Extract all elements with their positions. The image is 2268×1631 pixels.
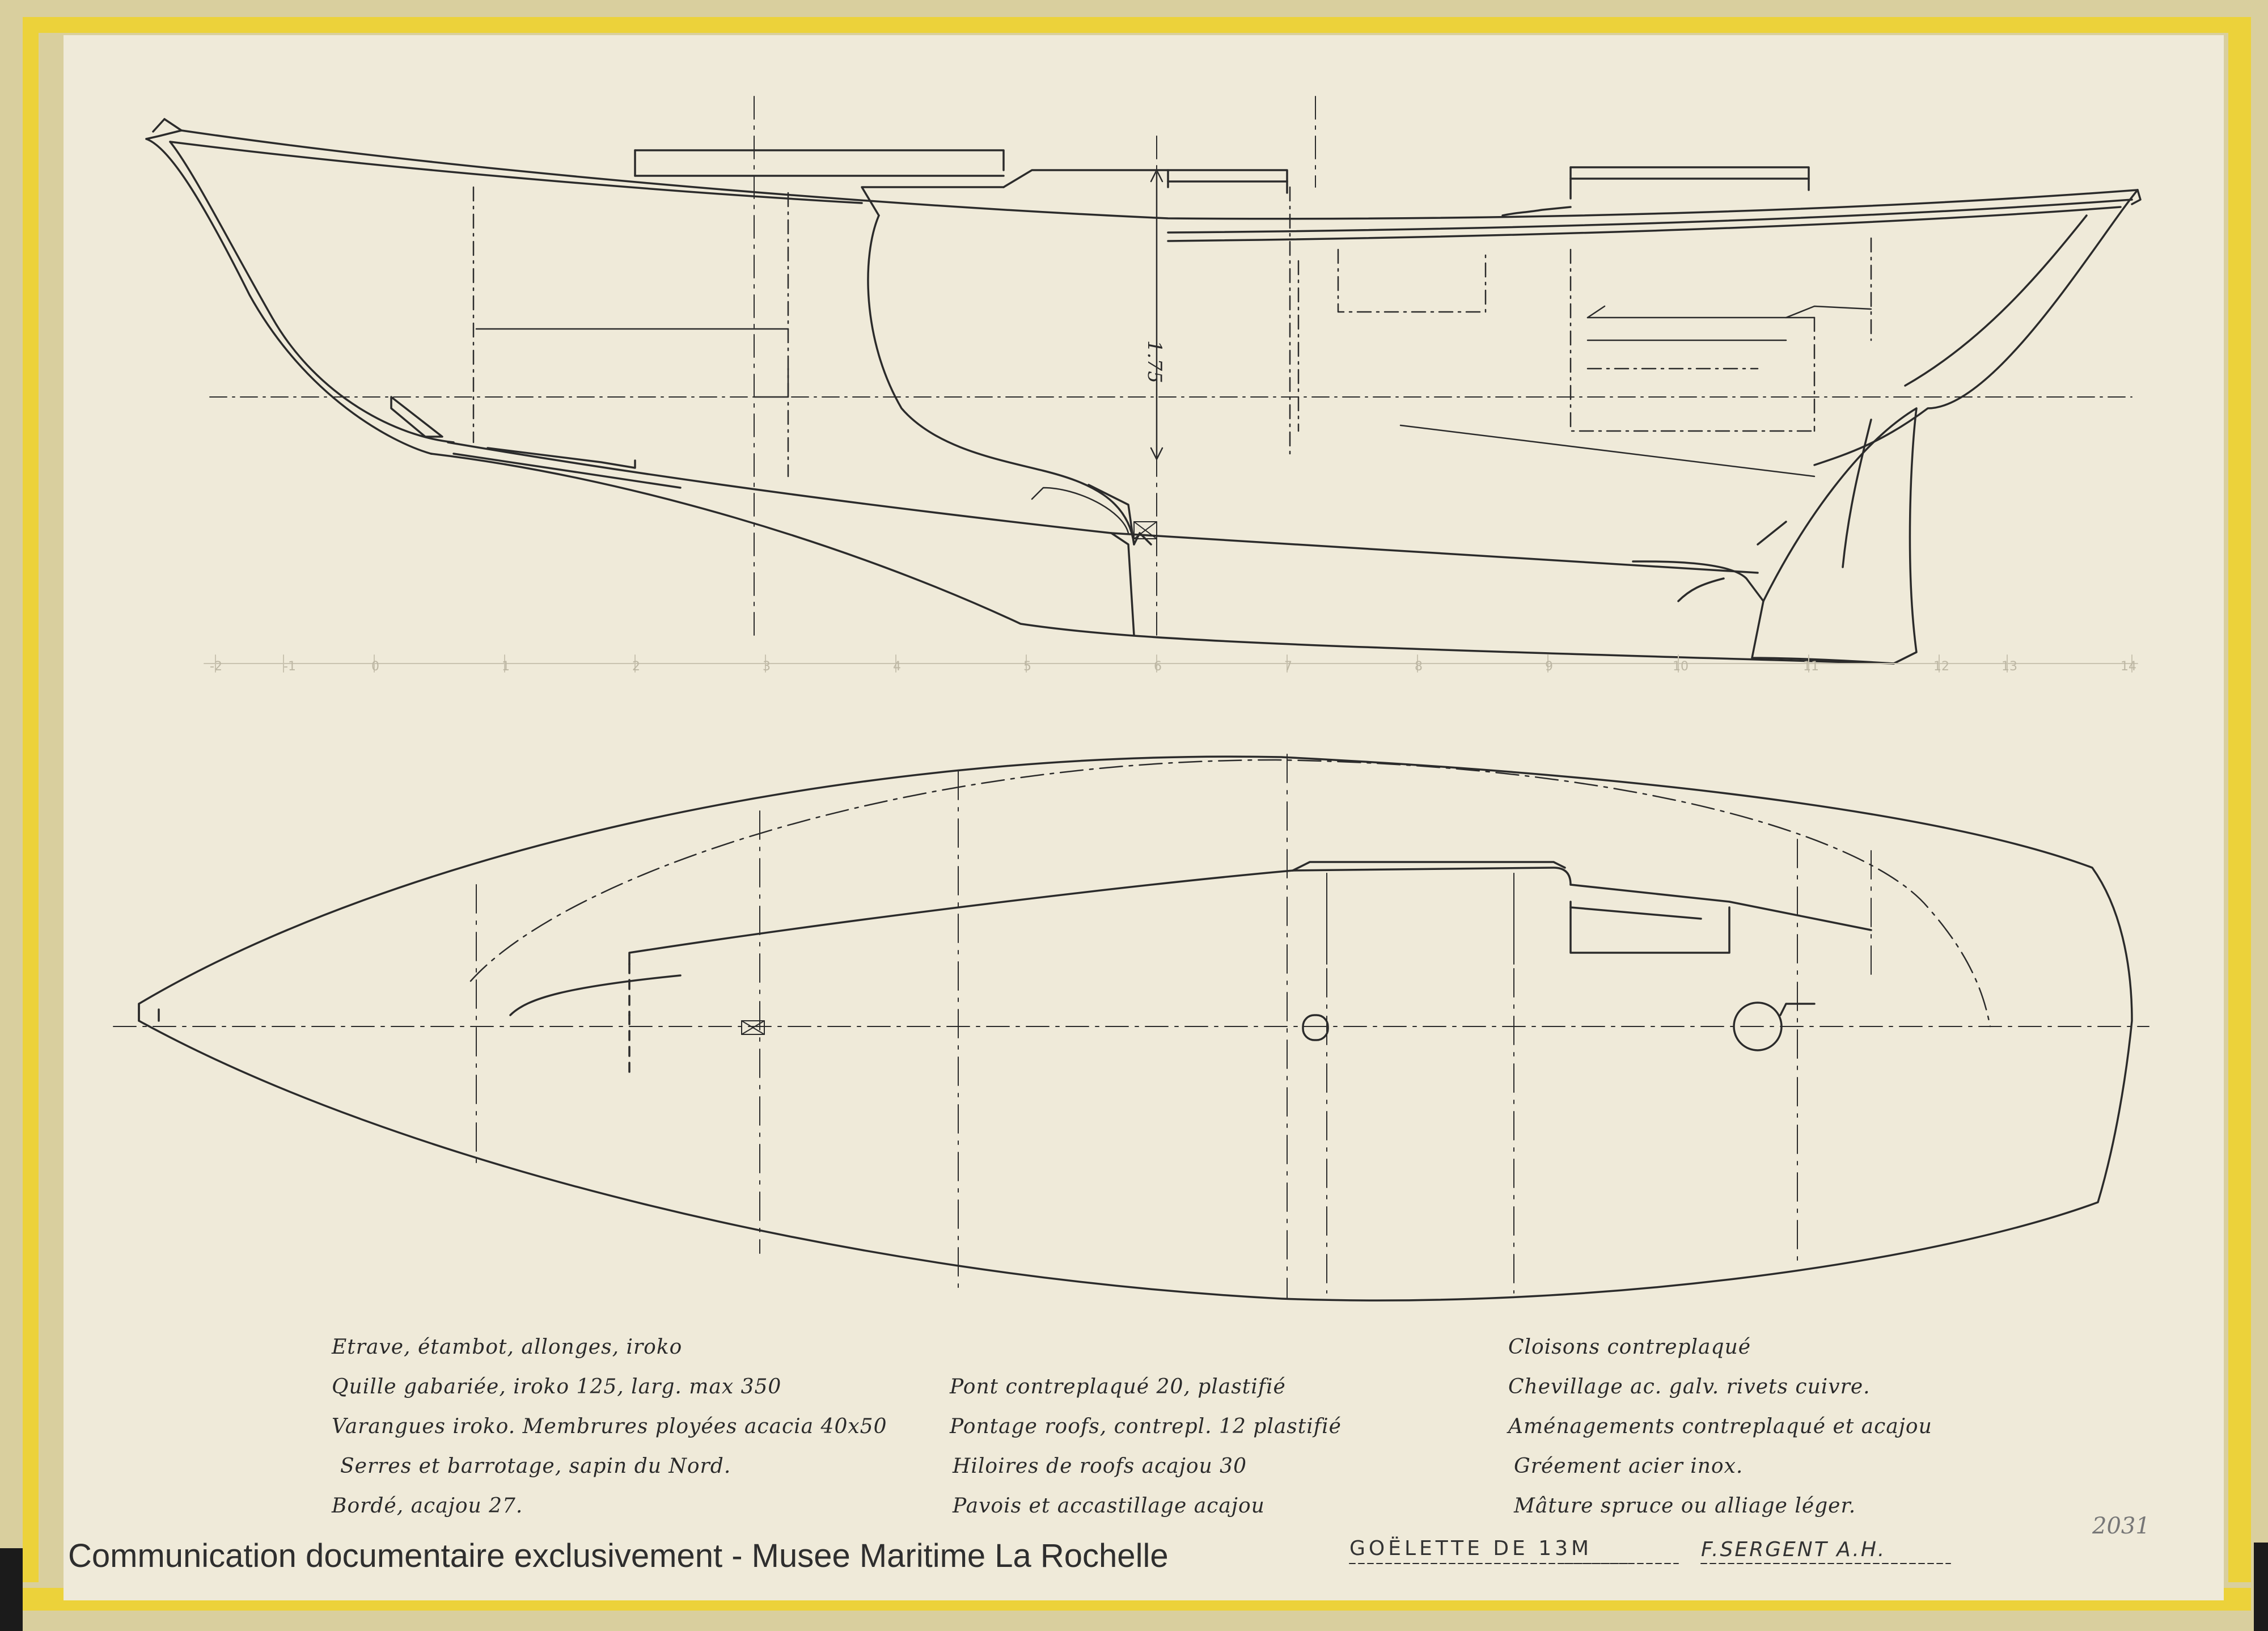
- hull-plan-outline: [138, 755, 2133, 1302]
- note-line: Mâture spruce ou alliage léger.: [1514, 1494, 1856, 1518]
- main-mast-step: [1733, 1002, 1783, 1051]
- station-number: 10: [1673, 660, 1689, 674]
- note-line: Gréement acier inox.: [1514, 1455, 1744, 1478]
- rudder: [1751, 407, 1918, 665]
- note-line: Pontage roofs, contrepl. 12 plastifié: [950, 1415, 1342, 1438]
- binder-clip-right: [2254, 1543, 2268, 1631]
- note-line: Etrave, étambot, allonges, iroko: [332, 1336, 683, 1359]
- stem: [145, 138, 432, 455]
- note-line: Quille gabariée, iroko 125, larg. max 35…: [332, 1375, 782, 1398]
- keel-bottom: [430, 453, 1895, 665]
- stern: [1813, 189, 2139, 466]
- station-number: 0: [371, 660, 379, 674]
- station-number: 11: [1803, 660, 1819, 674]
- station-number: 12: [1933, 660, 1949, 674]
- station-number: -1: [284, 660, 296, 674]
- note-line: Pavois et accastillage acajou: [953, 1494, 1265, 1518]
- note-line: Hiloires de roofs acajou 30: [953, 1455, 1247, 1478]
- dimension-arrow: [1150, 169, 1163, 460]
- station-number: 6: [1154, 660, 1162, 674]
- note-line: Varangues iroko. Membrures ployées acaci…: [332, 1415, 887, 1438]
- drawing-sheet: [64, 35, 2224, 1600]
- tape-right: [2228, 17, 2251, 1582]
- note-line: Chevillage ac. galv. rivets cuivre.: [1508, 1375, 1871, 1398]
- note-line: Cloisons contreplaqué: [1508, 1336, 1751, 1359]
- station-number: 7: [1284, 660, 1292, 674]
- tape-top: [23, 17, 2251, 33]
- station-number: 9: [1545, 660, 1553, 674]
- station-number: 3: [763, 660, 771, 674]
- sheet-number: 2031: [2092, 1513, 2150, 1539]
- station-number: -2: [210, 660, 222, 674]
- sheer-line: [163, 118, 2139, 220]
- station-number: 13: [2002, 660, 2017, 674]
- plan-view: [113, 754, 2149, 1302]
- forward-mast-step: [1302, 1014, 1329, 1041]
- station-number: 2: [632, 660, 640, 674]
- station-numbers: -2 -1 0 1 2 3 4 5 6 7 8 9 10 11 12 13 14: [210, 660, 2136, 674]
- note-line: Serres et barrotage, sapin du Nord.: [340, 1455, 731, 1478]
- station-number: 1: [502, 660, 510, 674]
- note-line: Pont contreplaqué 20, plastifié: [950, 1375, 1286, 1398]
- station-number: 14: [2121, 660, 2136, 674]
- vessel-title: GOËLETTE DE 13M: [1349, 1537, 1593, 1560]
- station-number: 4: [893, 660, 901, 674]
- binder-clip-left: [0, 1548, 23, 1631]
- station-number: 5: [1023, 660, 1031, 674]
- fin-keel: [867, 214, 1135, 546]
- archive-watermark: Communication documentaire exclusivement…: [68, 1537, 1169, 1574]
- station-number: 8: [1415, 660, 1423, 674]
- tape-left: [23, 17, 39, 1582]
- note-line: Aménagements contreplaqué et acajou: [1508, 1415, 1932, 1438]
- dimension-label: 1.75: [1143, 340, 1166, 383]
- note-line: Bordé, acajou 27.: [332, 1494, 523, 1518]
- profile-view: [145, 96, 2142, 673]
- designer-name: F.SERGENT A.H.: [1701, 1538, 1886, 1561]
